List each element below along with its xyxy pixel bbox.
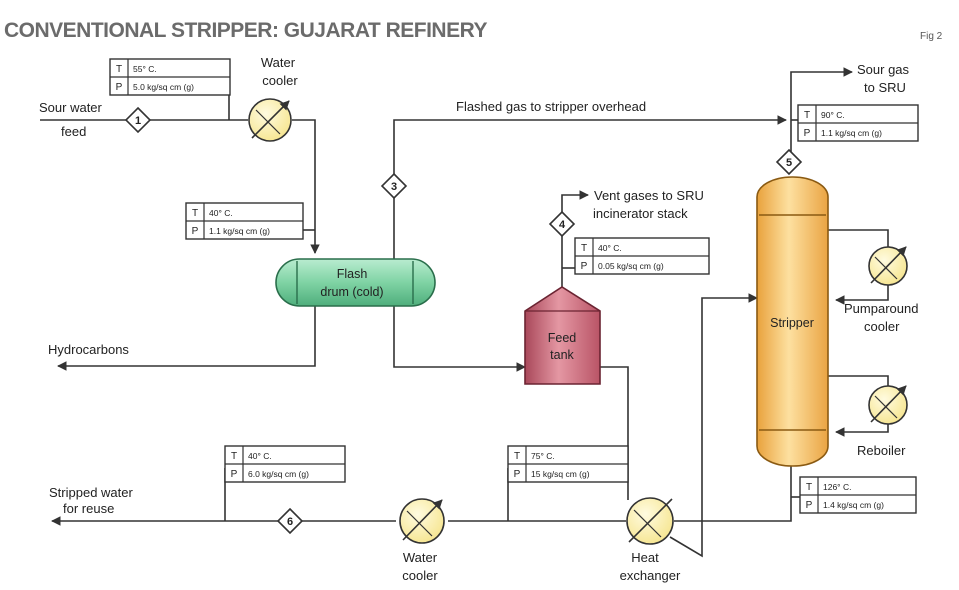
stream-marker-4: 4	[548, 210, 576, 238]
flashed-gas-label: Flashed gas to stripper overhead	[456, 99, 646, 114]
cooler-to-flash-line	[292, 119, 320, 254]
water-cooler-bottom	[399, 498, 445, 544]
svg-text:1: 1	[135, 115, 141, 127]
svg-text:5: 5	[786, 157, 792, 169]
water-cooler-bottom-label-1: Water	[403, 550, 438, 565]
conditions-stream-6: T P 40° C. 6.0 kg/sq cm (g)	[224, 445, 346, 483]
bottom-pressure: 1.4 kg/sq cm (g)	[823, 500, 884, 510]
svg-text:T: T	[192, 208, 198, 219]
svg-text:T: T	[804, 110, 810, 121]
vent-gases-label-1: Vent gases to SRU	[594, 188, 704, 203]
diagram-title: CONVENTIONAL STRIPPER: GUJARAT REFINERY	[4, 19, 487, 42]
reboiler	[868, 385, 908, 425]
stream-marker-1: 1	[124, 106, 152, 134]
feed-tank-label-1: Feed	[548, 331, 577, 345]
pumparound-in-line	[828, 229, 889, 248]
vent-gases-label-2: incinerator stack	[593, 206, 688, 221]
svg-text:T: T	[116, 64, 122, 75]
conditions-flash-drum: T P 40° C. 1.1 kg/sq cm (g)	[185, 202, 304, 240]
svg-text:P: P	[514, 469, 521, 480]
hx-pressure: 15 kg/sq cm (g)	[531, 469, 590, 479]
stripper-label: Stripper	[770, 316, 814, 330]
svg-text:T: T	[581, 243, 587, 254]
heat-exchanger	[626, 497, 674, 545]
stream-5-temperature: 90° C.	[821, 110, 845, 120]
hx-to-stripper-line	[669, 293, 758, 558]
reboiler-in-line	[828, 375, 889, 387]
pumparound-cooler	[868, 246, 908, 286]
stream-marker-5: 5	[775, 148, 803, 176]
hydrocarbons-label: Hydrocarbons	[48, 342, 129, 357]
flash-pressure: 1.1 kg/sq cm (g)	[209, 226, 270, 236]
water-cooler-top	[248, 98, 292, 142]
stripper-bottom-line	[674, 465, 792, 522]
svg-text:P: P	[116, 82, 123, 93]
hydrocarbons-line	[57, 303, 316, 371]
flash-drum-label-2: drum (cold)	[320, 285, 383, 299]
sour-gas-label-1: Sour gas	[857, 62, 910, 77]
flash-drum-label-1: Flash	[337, 267, 368, 281]
sour-gas-line	[790, 67, 853, 160]
stream-marker-6: 6	[276, 507, 304, 535]
water-cooler-top-label-2: cooler	[262, 73, 298, 88]
bottom-temperature: 126° C.	[823, 482, 851, 492]
conditions-stripper-bottom: T P 126° C. 1.4 kg/sq cm (g)	[799, 476, 917, 514]
feed-tank: Feed tank	[524, 286, 601, 385]
svg-text:T: T	[231, 451, 237, 462]
stream-marker-3: 3	[380, 172, 408, 200]
conditions-stream-5: T P 90° C. 1.1 kg/sq cm (g)	[797, 104, 919, 142]
water-cooler-top-label-1: Water	[261, 55, 296, 70]
stream-1-pressure: 5.0 kg/sq cm (g)	[133, 82, 194, 92]
reboiler-out-line	[835, 423, 889, 437]
stream-6-pressure: 6.0 kg/sq cm (g)	[248, 469, 309, 479]
conditions-heat-exchanger: T P 75° C. 15 kg/sq cm (g)	[507, 445, 629, 483]
svg-text:P: P	[581, 261, 588, 272]
pumparound-out-line	[835, 284, 889, 305]
conditions-stream-1: T P 55° C. 5.0 kg/sq cm (g)	[109, 58, 231, 96]
reboiler-label: Reboiler	[857, 443, 906, 458]
svg-text:P: P	[806, 500, 813, 511]
sour-gas-label-2: to SRU	[864, 80, 906, 95]
svg-text:T: T	[806, 482, 812, 493]
stripped-water-label-2: for reuse	[63, 501, 114, 516]
pumparound-cooler-label-2: cooler	[864, 319, 900, 334]
stripper-column: Stripper	[756, 176, 829, 467]
svg-text:P: P	[231, 469, 238, 480]
flash-to-tank-line	[393, 305, 526, 372]
stream-4-pressure: 0.05 kg/sq cm (g)	[598, 261, 664, 271]
water-cooler-bottom-label-2: cooler	[402, 568, 438, 583]
svg-text:P: P	[192, 226, 199, 237]
svg-text:3: 3	[391, 181, 397, 193]
flash-temperature: 40° C.	[209, 208, 233, 218]
vent-gases-line	[561, 190, 589, 288]
figure-number: Fig 2	[920, 31, 943, 42]
flashed-gas-line	[393, 115, 787, 262]
svg-text:P: P	[804, 128, 811, 139]
stream-4-temperature: 40° C.	[598, 243, 622, 253]
sour-water-feed-label-2: feed	[61, 124, 86, 139]
svg-text:T: T	[514, 451, 520, 462]
conditions-stream-4: T P 40° C. 0.05 kg/sq cm (g)	[574, 237, 710, 275]
feed-tank-label-2: tank	[550, 348, 574, 362]
heat-exchanger-label-2: exchanger	[620, 568, 681, 583]
svg-text:6: 6	[287, 516, 293, 528]
heat-exchanger-label-1: Heat	[631, 550, 659, 565]
sour-water-feed-label-1: Sour water	[39, 100, 103, 115]
stream-6-temperature: 40° C.	[248, 451, 272, 461]
pumparound-cooler-label-1: Pumparound	[844, 301, 918, 316]
svg-text:4: 4	[559, 219, 566, 231]
stream-5-pressure: 1.1 kg/sq cm (g)	[821, 128, 882, 138]
stripped-water-label-1: Stripped water	[49, 485, 133, 500]
stream-1-temperature: 55° C.	[133, 64, 157, 74]
hx-temperature: 75° C.	[531, 451, 555, 461]
flash-drum: Flash drum (cold)	[275, 258, 436, 307]
